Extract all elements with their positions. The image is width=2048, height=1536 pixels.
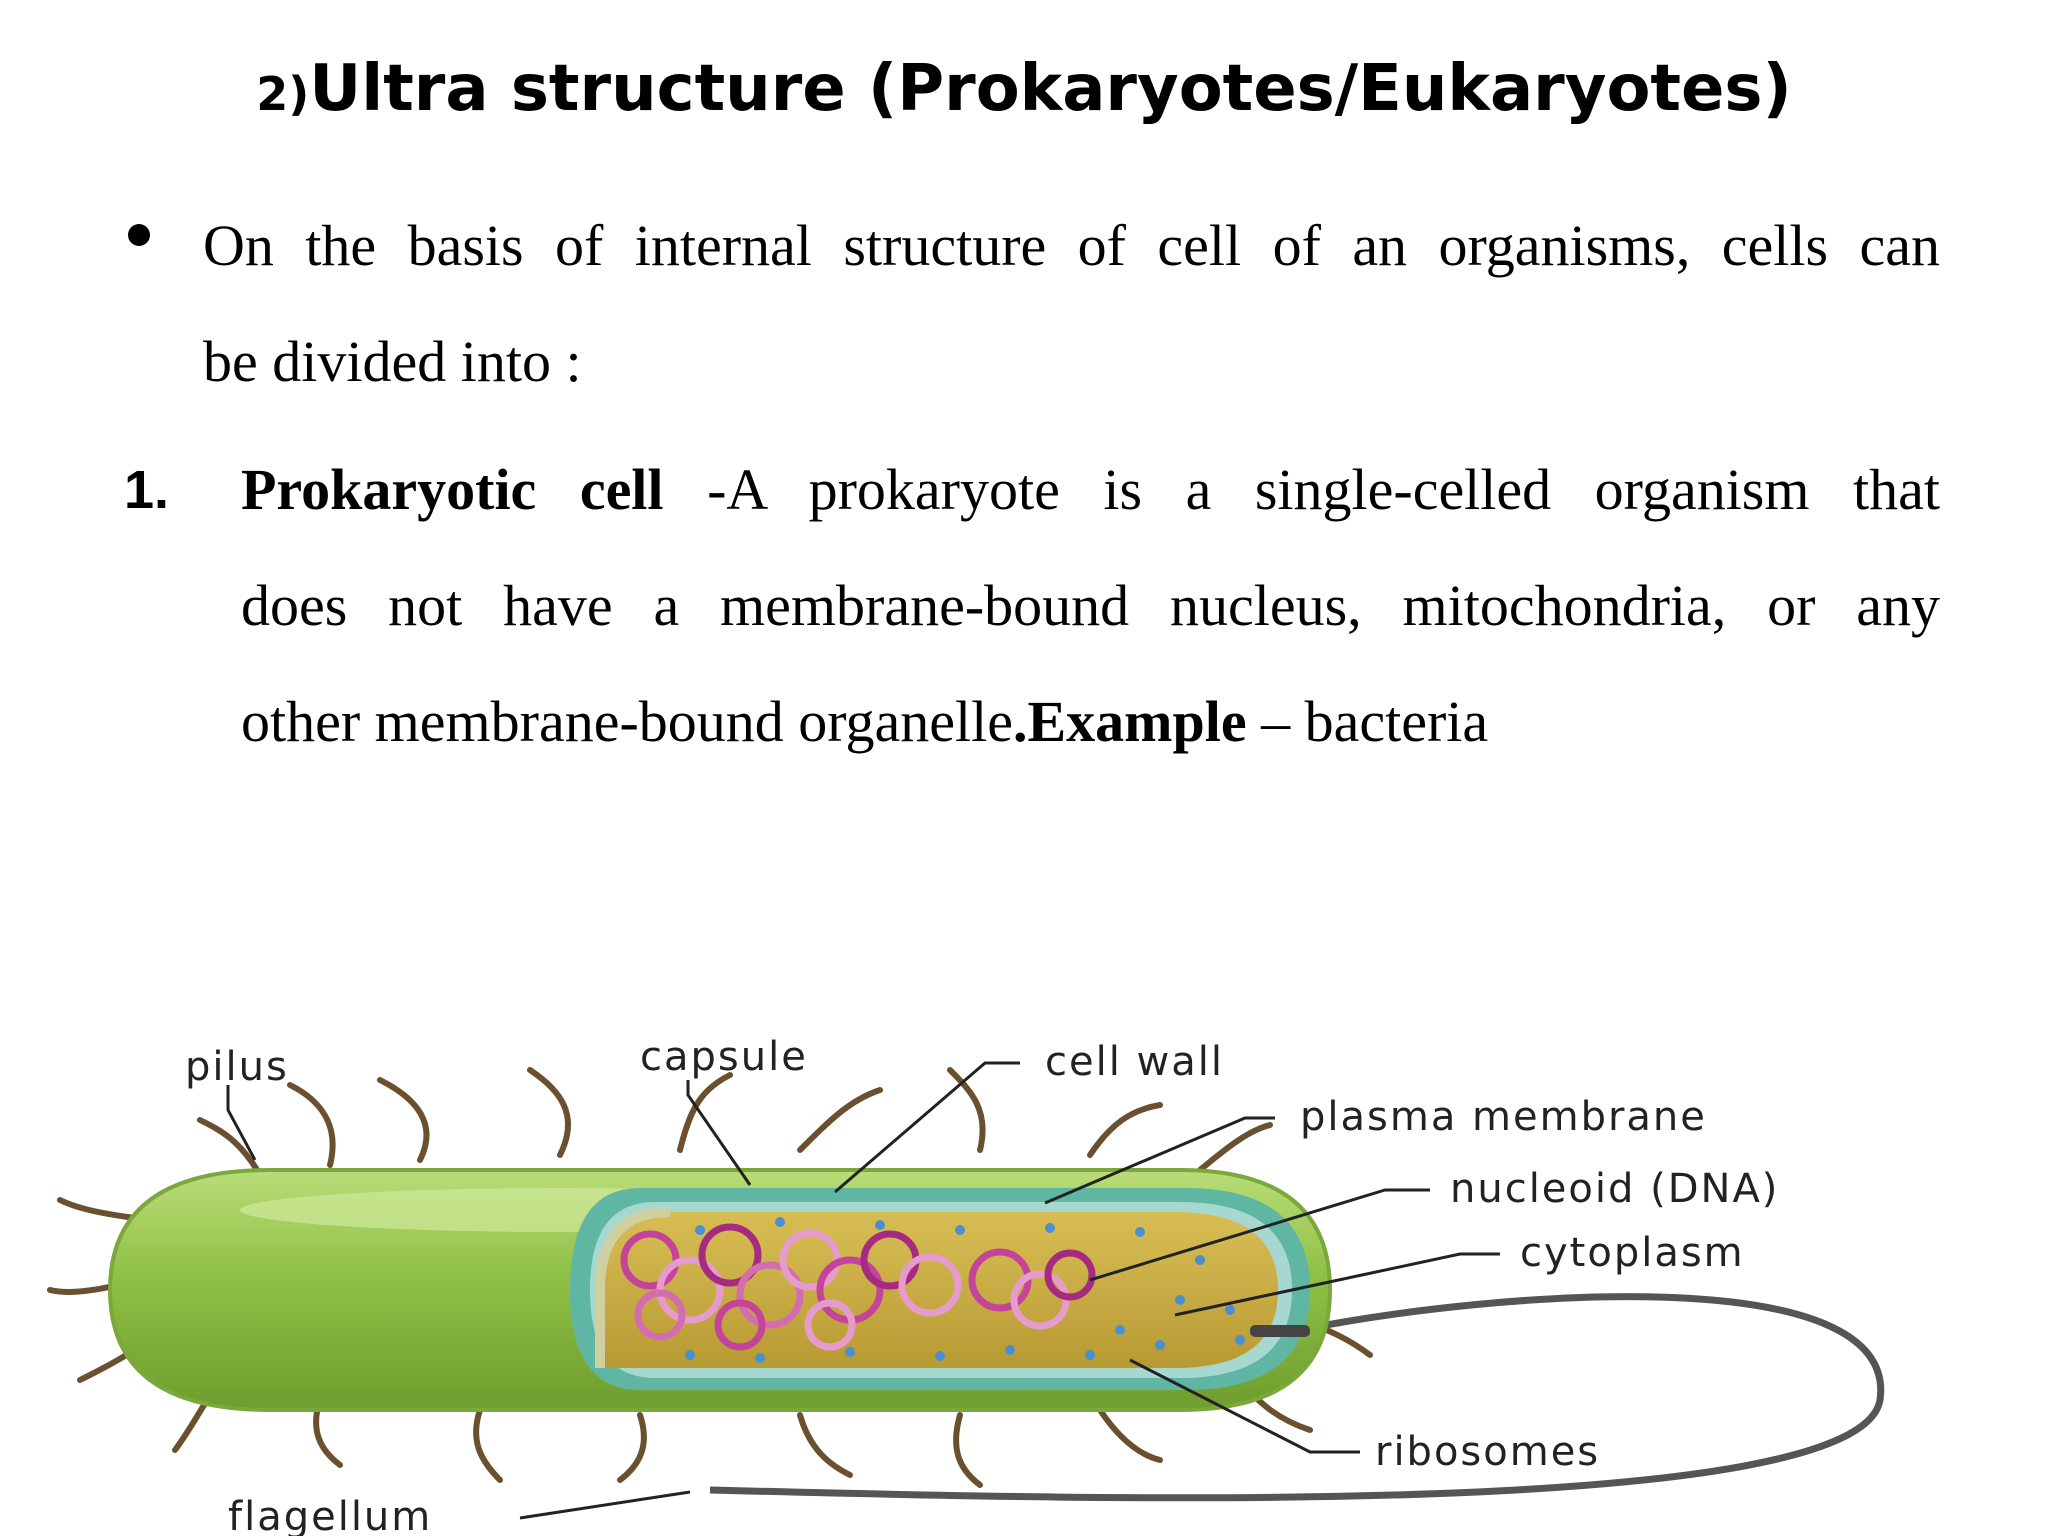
cytoplasm-area — [600, 1212, 1278, 1368]
label-pilus: pilus — [185, 1044, 289, 1090]
item-line-3-text: other membrane-bound organelle — [241, 689, 1013, 754]
label-ribosomes: ribosomes — [1375, 1429, 1600, 1475]
title-main: Ultra structure (Prokaryotes/Eukaryotes) — [309, 52, 1792, 126]
slide-title: 2)Ultra structure (Prokaryotes/Eukaryote… — [0, 52, 2048, 126]
example-label: Example — [1027, 689, 1247, 754]
label-flagellum: flagellum — [228, 1494, 432, 1536]
item-number: 1. — [124, 460, 170, 520]
item-line-3-period: . — [1012, 689, 1028, 754]
label-nucleoid: nucleoid (DNA) — [1450, 1166, 1779, 1212]
item-line-2: does not have a membrane-bound nucleus, … — [241, 573, 1940, 638]
item-line-1-rest: -A prokaryote is a single-celled organis… — [663, 457, 1940, 522]
label-plasma-membrane: plasma membrane — [1300, 1094, 1707, 1140]
bullet-dot-icon — [128, 224, 150, 246]
bullet-line-1: On the basis of internal structure of ce… — [203, 213, 1940, 278]
example-value: bacteria — [1304, 689, 1489, 754]
ribosome-dots — [685, 1217, 1245, 1363]
bullet-line-2: be divided into : — [203, 329, 582, 394]
item-line-3: other membrane-bound organelle.Example –… — [241, 664, 1940, 780]
item-term: Prokaryotic cell — [241, 457, 664, 522]
flagellum-icon — [709, 1293, 1885, 1502]
title-prefix: 2) — [256, 67, 310, 121]
label-cytoplasm: cytoplasm — [1520, 1230, 1745, 1276]
leader-lines — [226, 1061, 1500, 1520]
bullet-paragraph: On the basis of internal structure of ce… — [203, 188, 1940, 420]
item-line-1: Prokaryotic cell -A prokaryote is a sing… — [241, 432, 1940, 548]
prokaryotic-cell-diagram: pilus capsule cell wall plasma membrane … — [47, 1034, 1885, 1536]
nucleoid-dna-icon — [620, 1223, 1096, 1351]
label-cell-wall: cell wall — [1045, 1039, 1224, 1085]
label-capsule: capsule — [640, 1034, 808, 1080]
item-paragraph: Prokaryotic cell -A prokaryote is a sing… — [241, 432, 1940, 780]
example-dash: – — [1246, 689, 1305, 754]
